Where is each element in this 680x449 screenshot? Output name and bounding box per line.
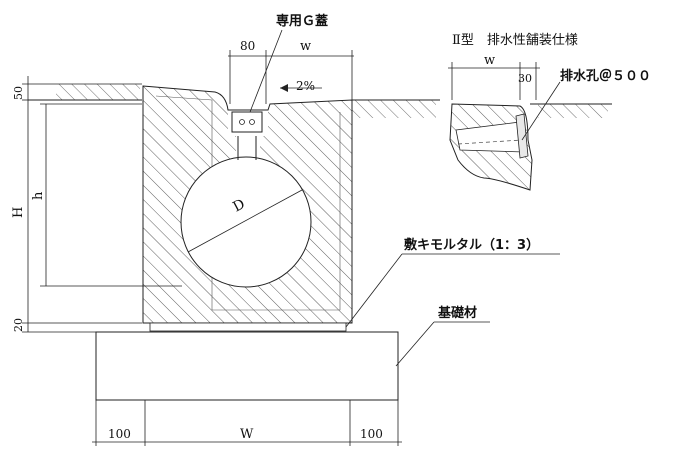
grate-cover-label: 専用Ｇ蓋 [276,13,328,29]
dim-h: h [31,191,46,200]
dim-100-right: 100 [360,427,383,441]
dim-H: H [11,207,26,218]
detail-dim-w: w [484,53,495,68]
base-material-label: 基礎材 [437,305,477,321]
gutter-body: D [142,85,353,324]
drain-hole-label: 排水孔＠５００ [560,68,651,84]
dim-100-left: 100 [108,427,131,441]
type-title: Ⅱ型 排水性舗装仕様 [452,33,578,48]
pipe-bore [180,156,312,288]
grate-cover [231,111,263,133]
dim-50: 50 [12,86,25,100]
mortar-label: 敷キモルタル（1：3） [404,237,539,253]
dim-W: W [240,427,254,442]
top-dimensions: 80 w 2% [228,39,354,104]
base-material: 基礎材 [95,305,490,401]
dim-w-top: w [300,39,311,54]
bottom-dimensions: 100 W 100 [92,400,402,446]
mortar-layer: 敷キモルタル（1：3） [149,237,560,332]
slope-label: 2% [296,79,315,93]
left-dimensions: 50 H 20 h [11,76,182,333]
dim-20: 20 [12,318,25,332]
detail-view: w 30 [448,53,612,191]
ground-right [352,99,440,118]
detail-dim-30: 30 [518,72,532,85]
ground-left [28,84,142,101]
dim-80: 80 [240,39,255,53]
